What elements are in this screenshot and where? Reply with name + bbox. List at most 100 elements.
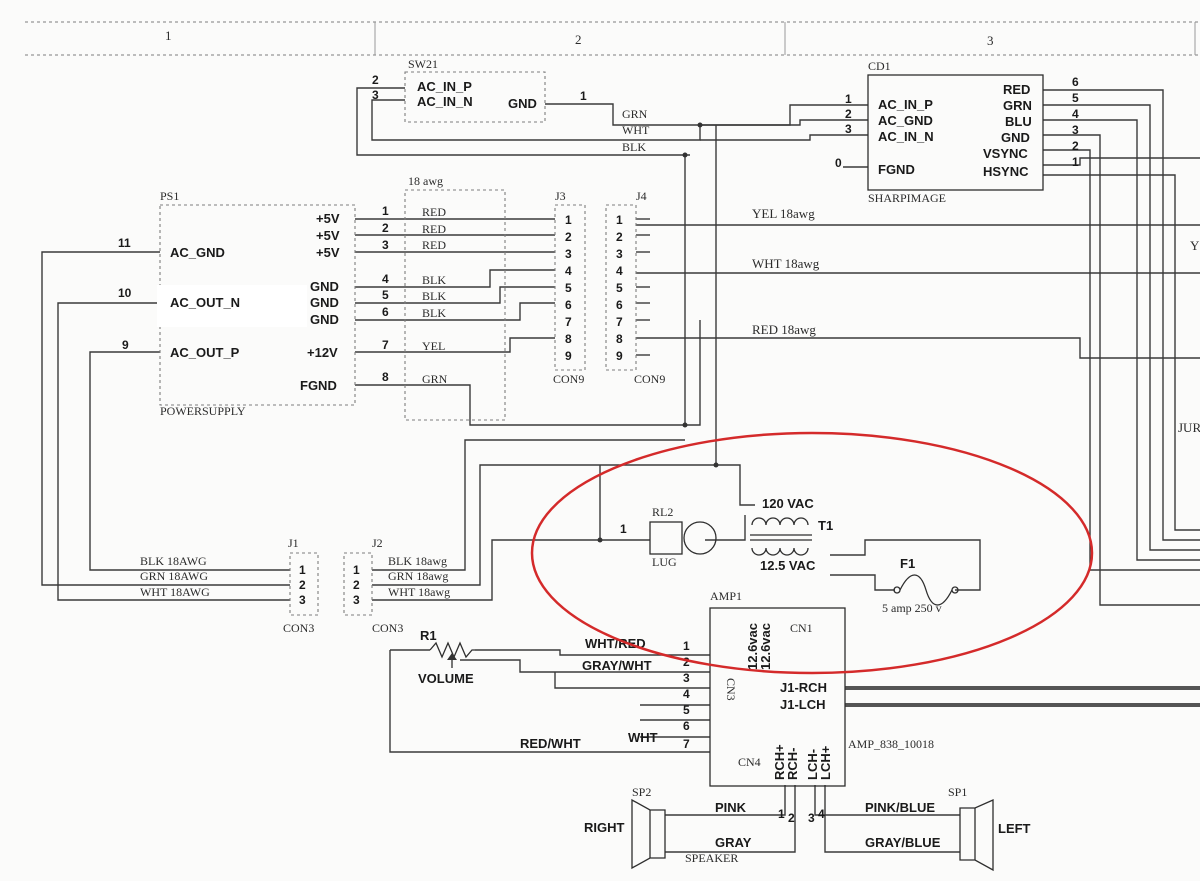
t1-transformer: 120 VAC T1 12.5 VAC: [750, 496, 833, 573]
amp1-pin-rch-plus: RCH+: [772, 744, 787, 780]
amp1-cn1: CN1: [790, 621, 813, 635]
cd1-num-right-2: 4: [1072, 107, 1079, 121]
amp1-vac2: 12.6vac: [758, 623, 773, 670]
ps1-out-1: 1: [382, 204, 389, 218]
j2-wire-2: WHT 18awg: [388, 585, 450, 599]
j1-pin: 2: [299, 578, 306, 592]
cd1-num-left-3: 0: [835, 156, 842, 170]
cd1-num-right-3: 3: [1072, 123, 1079, 137]
j4-con: CON9: [634, 372, 665, 386]
sw21-block: SW21 AC_IN_P AC_IN_N GND 2 3 1: [372, 57, 587, 123]
rl2-name: LUG: [652, 555, 677, 569]
amp1-cn3: CN3: [724, 678, 738, 701]
spk-wire-pink: PINK: [715, 800, 747, 815]
ps1-out-2: 2: [382, 221, 389, 235]
amp-wire-red-wht: RED/WHT: [520, 736, 581, 751]
f1-fuse: F1 5 amp 250 v: [882, 556, 959, 615]
sw21-pin-ac-in-n: AC_IN_N: [417, 94, 473, 109]
harness-color-1: RED: [422, 222, 446, 236]
cd1-num-left-1: 2: [845, 107, 852, 121]
cd1-num-left-2: 3: [845, 122, 852, 136]
amp1-left-num: 5: [683, 703, 690, 717]
cd1-ref: CD1: [868, 59, 891, 73]
harness-color-4: BLK: [422, 289, 446, 303]
j2-pin: 2: [353, 578, 360, 592]
sw21-pin-gnd: GND: [508, 96, 537, 111]
cd1-num-right-1: 5: [1072, 91, 1079, 105]
cd1-pin-right-3: GND: [1001, 130, 1030, 145]
ps1-name: POWERSUPPLY: [160, 404, 246, 418]
ps1-pin-r-5: GND: [310, 312, 339, 327]
wire-label-grn: GRN: [622, 107, 648, 121]
amp1-pin-lch-plus: LCH+: [818, 745, 833, 780]
ps1-pin-r-7: FGND: [300, 378, 337, 393]
cd1-pin-right-0: RED: [1003, 82, 1030, 97]
j2-pin: 3: [353, 593, 360, 607]
j1-pin: 1: [299, 563, 306, 577]
cd1-pin-left-1: AC_GND: [878, 113, 933, 128]
ps1-num-9: 9: [122, 338, 129, 352]
out-wire-red: RED 18awg: [752, 322, 816, 337]
amp1-vac1: 12.6vac: [745, 623, 760, 670]
cd1-pin-left-2: AC_IN_N: [878, 129, 934, 144]
ps1-out-7: 7: [382, 338, 389, 352]
amp1-rch: J1-RCH: [780, 680, 827, 695]
j1-pin: 3: [299, 593, 306, 607]
r1-ref: R1: [420, 628, 437, 643]
j4-pin: 2: [616, 230, 623, 244]
j2-wire-0: BLK 18awg: [388, 554, 447, 568]
j3-ref: J3: [555, 189, 566, 203]
amp1-cn4: CN4: [738, 755, 761, 769]
j4-pin: 8: [616, 332, 623, 346]
j3-pin: 6: [565, 298, 572, 312]
j4-pin: 3: [616, 247, 623, 261]
j2-ref: J2: [372, 536, 383, 550]
f1-rating: 5 amp 250 v: [882, 601, 942, 615]
amp1-lch: J1-LCH: [780, 697, 826, 712]
j3-pin: 4: [565, 264, 572, 278]
amp1-left-num: 3: [683, 671, 690, 685]
ps1-num-11: 11: [118, 236, 131, 250]
j3-pin: 9: [565, 349, 572, 363]
amp-wire-wht: WHT: [628, 730, 658, 745]
cd1-name: SHARPIMAGE: [868, 191, 946, 205]
cd1-num-right-5: 1: [1072, 155, 1079, 169]
sw21-pin-ac-in-p: AC_IN_P: [417, 79, 472, 94]
ps1-ref: PS1: [160, 189, 179, 203]
j4-pin: 6: [616, 298, 623, 312]
ps1-pin-r-2: +5V: [316, 245, 340, 260]
j3-pin: 5: [565, 281, 572, 295]
wire-label-blk: BLK: [622, 140, 646, 154]
spk-wire-gray-blue: GRAY/BLUE: [865, 835, 941, 850]
rl2-lug: RL2 LUG 1: [620, 505, 717, 569]
ps1-out-5: 5: [382, 288, 389, 302]
spk-num-3: 3: [808, 811, 815, 825]
ps1-out-4: 4: [382, 272, 389, 286]
ps1-pin-ac-gnd: AC_GND: [170, 245, 225, 260]
j4-pin: 5: [616, 281, 623, 295]
out-wire-wht: WHT 18awg: [752, 256, 820, 271]
amp1-left-num: 4: [683, 687, 690, 701]
harness-block: 18 awg RED RED RED BLK BLK BLK YEL GRN: [404, 174, 506, 421]
grid-col-3: 3: [987, 33, 994, 48]
j4-pin: 1: [616, 213, 623, 227]
j3-con: CON9: [553, 372, 584, 386]
harness-color-0: RED: [422, 205, 446, 219]
amp1-left-num: 2: [683, 655, 690, 669]
ps1-num-10: 10: [118, 286, 132, 300]
j2-con: CON3: [372, 621, 403, 635]
sp1-ref: SP1: [948, 785, 967, 799]
wire-label-wht: WHT: [622, 123, 650, 137]
grid-frame: 1 2 3: [25, 21, 1200, 56]
ps1-out-6: 6: [382, 305, 389, 319]
ps1-out-3: 3: [382, 238, 389, 252]
j3-pin: 7: [565, 315, 572, 329]
cd1-pin-left-0: AC_IN_P: [878, 97, 933, 112]
cd1-pin-right-5: HSYNC: [983, 164, 1029, 179]
rl2-ref: RL2: [652, 505, 673, 519]
amp-wire-gray-wht: GRAY/WHT: [582, 658, 652, 673]
amp-wire-wht-red: WHT/RED: [585, 636, 646, 651]
j1-connector: J1 CON3 1 2 3 BLK 18AWG GRN 18AWG WHT 18…: [140, 536, 319, 635]
